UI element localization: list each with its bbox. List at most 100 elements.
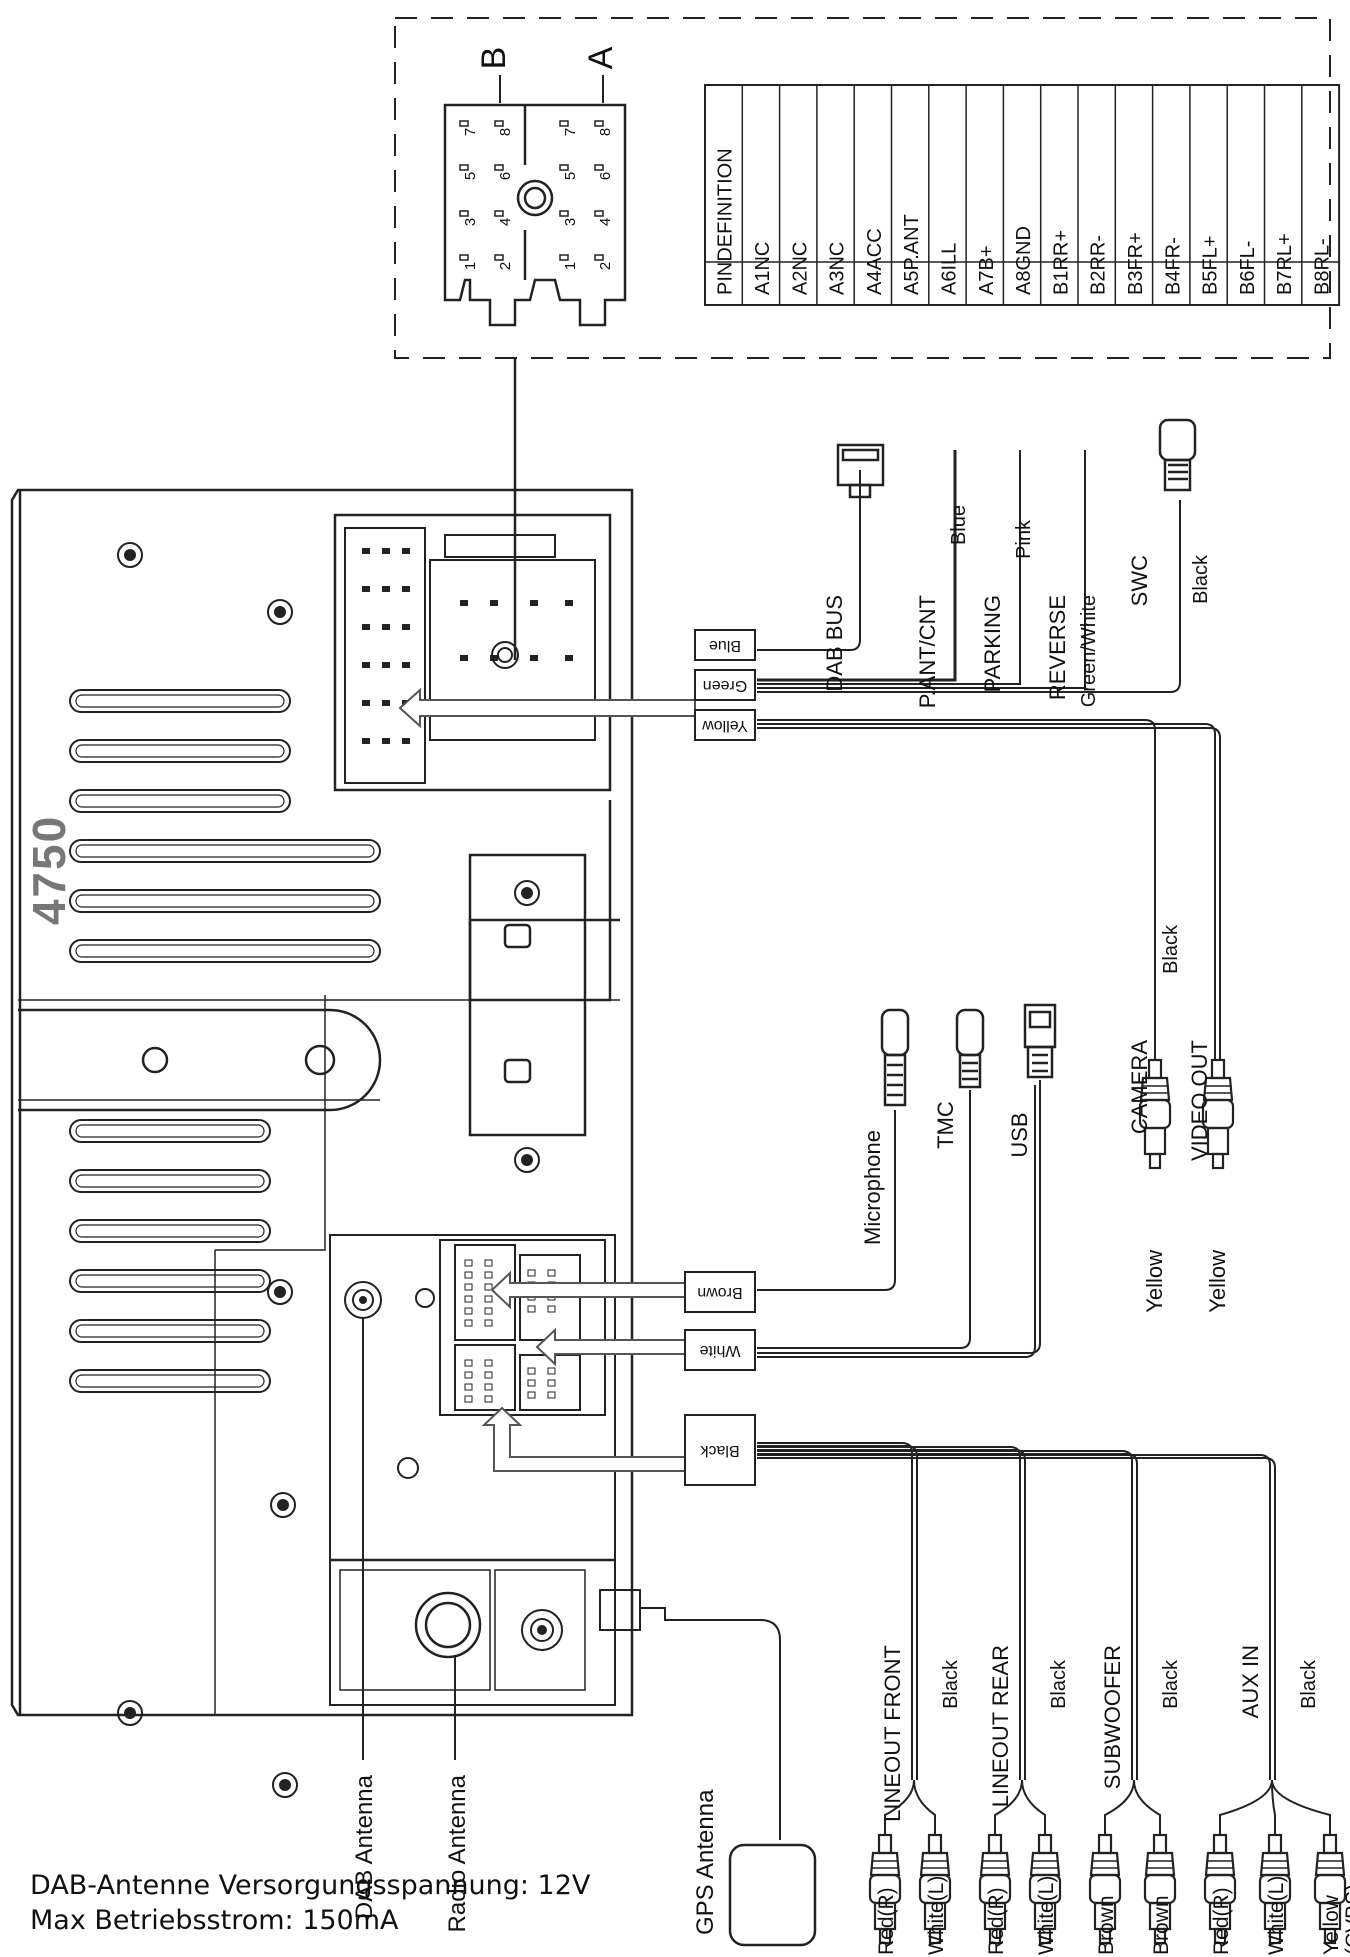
screw: [117, 542, 143, 568]
dab-antenna-label: DAB Antenna: [351, 1774, 378, 1919]
socket-pin: [402, 738, 410, 744]
audio-rca-plug: [1203, 1833, 1237, 1945]
connector-a-pin-mark: [594, 164, 604, 171]
aux-pin: [464, 1295, 473, 1303]
plug-brown-label: Brown: [697, 1284, 742, 1301]
dab-bus-connector: [836, 443, 885, 499]
parking-color: Pink: [1013, 519, 1035, 559]
p-ant-cnt-color: Blue: [948, 505, 970, 545]
gps-antenna-module: [728, 1843, 817, 1947]
pin-table-row: A2NC: [789, 242, 811, 295]
connector-b-pin-mark: [494, 120, 504, 127]
socket-pin: [382, 548, 390, 554]
audio-rca-plug: [868, 1833, 902, 1945]
plug-blue: [694, 629, 756, 661]
connector-a-pin-mark: [559, 210, 569, 217]
vent-slot: [69, 1269, 271, 1293]
parking-label: PARKING: [980, 595, 1005, 692]
radio-antenna-socket: [414, 1591, 482, 1659]
pin-table-header: PINDEFINITION: [715, 148, 737, 295]
vent-slot: [69, 1169, 271, 1193]
audio-rca-plug: [918, 1833, 952, 1945]
socket-pin: [565, 600, 573, 606]
radio-antenna-label: Radio Antenna: [444, 1774, 471, 1932]
connector-b-pin-mark: [494, 254, 504, 261]
connector-a-pin-mark: [594, 210, 604, 217]
screw: [514, 1147, 540, 1173]
audio-plug-color: Brown: [1150, 1895, 1173, 1955]
socket-pin: [402, 548, 410, 554]
pin-table-row: A4ACC: [864, 228, 886, 295]
socket-pin: [382, 662, 390, 668]
socket-pin: [362, 700, 370, 706]
aux-pin: [547, 1305, 556, 1313]
connector-b-pin-number: 7: [462, 128, 479, 136]
camera-label: CAMERA: [1127, 1040, 1152, 1134]
vent-slot: [69, 1119, 271, 1143]
audio-group-label: SUBWOOFER: [1100, 1645, 1125, 1789]
aux-pin: [464, 1259, 473, 1267]
pin-table-row: A1NC: [752, 242, 774, 295]
connector-a-pin-number: 6: [597, 172, 614, 180]
aux-pin: [484, 1359, 493, 1367]
head-unit-body: [10, 488, 634, 1717]
unit-model-number: 4750: [23, 815, 75, 925]
aux-pin: [547, 1379, 556, 1387]
audio-plug-color: Red(R): [1210, 1887, 1233, 1955]
plug-black: [684, 1414, 756, 1486]
plug-white-label: White: [699, 1342, 740, 1359]
audio-plug-color: White(L): [1265, 1876, 1288, 1955]
video-out-label: VIDEO OUT: [1187, 1040, 1212, 1161]
socket-pin: [382, 624, 390, 630]
connector-a-pin-number: 7: [562, 128, 579, 136]
dab-antenna-socket: [344, 1281, 382, 1319]
audio-rca-plug: [1313, 1833, 1347, 1945]
connector-b-pin-number: 4: [497, 218, 514, 226]
socket-pin: [362, 586, 370, 592]
p-ant-cnt-label: P.ANT/CNT: [915, 595, 940, 708]
audio-wires: [757, 1442, 1331, 1835]
plug-black-label: Black: [699, 1442, 739, 1459]
audio-rca-plug: [1258, 1833, 1292, 1945]
camera-rca-plug: [1138, 1058, 1172, 1170]
socket-pin: [362, 548, 370, 554]
audio-plug-color: White(L): [1035, 1876, 1058, 1955]
connector-a-pin-mark: [559, 120, 569, 127]
pin-table-row: B3FR+: [1125, 232, 1147, 295]
tmc-label: TMC: [933, 1101, 958, 1149]
connector-a-pin-number: 1: [562, 262, 579, 270]
screw: [270, 1492, 296, 1518]
aux-pin: [527, 1391, 536, 1399]
mounting-screws: [117, 542, 540, 1798]
socket-pin: [565, 655, 573, 661]
audio-group-label: LINEOUT FRONT: [880, 1645, 905, 1822]
socket-pin: [362, 662, 370, 668]
audio-group-color: Black: [1160, 1659, 1182, 1709]
socket-pin: [530, 655, 538, 661]
connector-b-pin-number: 8: [497, 128, 514, 136]
iso-connector-drawing: [443, 103, 627, 327]
audio-rca-plug: [1143, 1833, 1177, 1945]
aux-pin: [547, 1391, 556, 1399]
pin-table-row: B8RL-: [1311, 238, 1333, 295]
pin-table-row: A6ILL: [938, 243, 960, 295]
connector-b-pin-mark: [494, 210, 504, 217]
aux-pin: [464, 1307, 473, 1315]
microphone-connector: [880, 1008, 910, 1107]
audio-group-color: Black: [1298, 1659, 1320, 1709]
plug-green-label: Green: [703, 677, 747, 694]
aux-pin: [527, 1269, 536, 1277]
connector-a-pin-mark: [594, 120, 604, 127]
audio-rca-plug: [1028, 1833, 1062, 1945]
footer-supply-voltage: DAB-Antenne Versorgungsspannung: 12V: [30, 1870, 591, 1901]
connector-a-pin-number: 5: [562, 172, 579, 180]
microphone-label: Microphone: [860, 1130, 885, 1245]
socket-pin: [402, 662, 410, 668]
socket-pin: [362, 738, 370, 744]
plug-blue-label: Blue: [709, 637, 741, 654]
connector-b-pin-number: 3: [462, 218, 479, 226]
connector-a-pin-number: 8: [597, 128, 614, 136]
